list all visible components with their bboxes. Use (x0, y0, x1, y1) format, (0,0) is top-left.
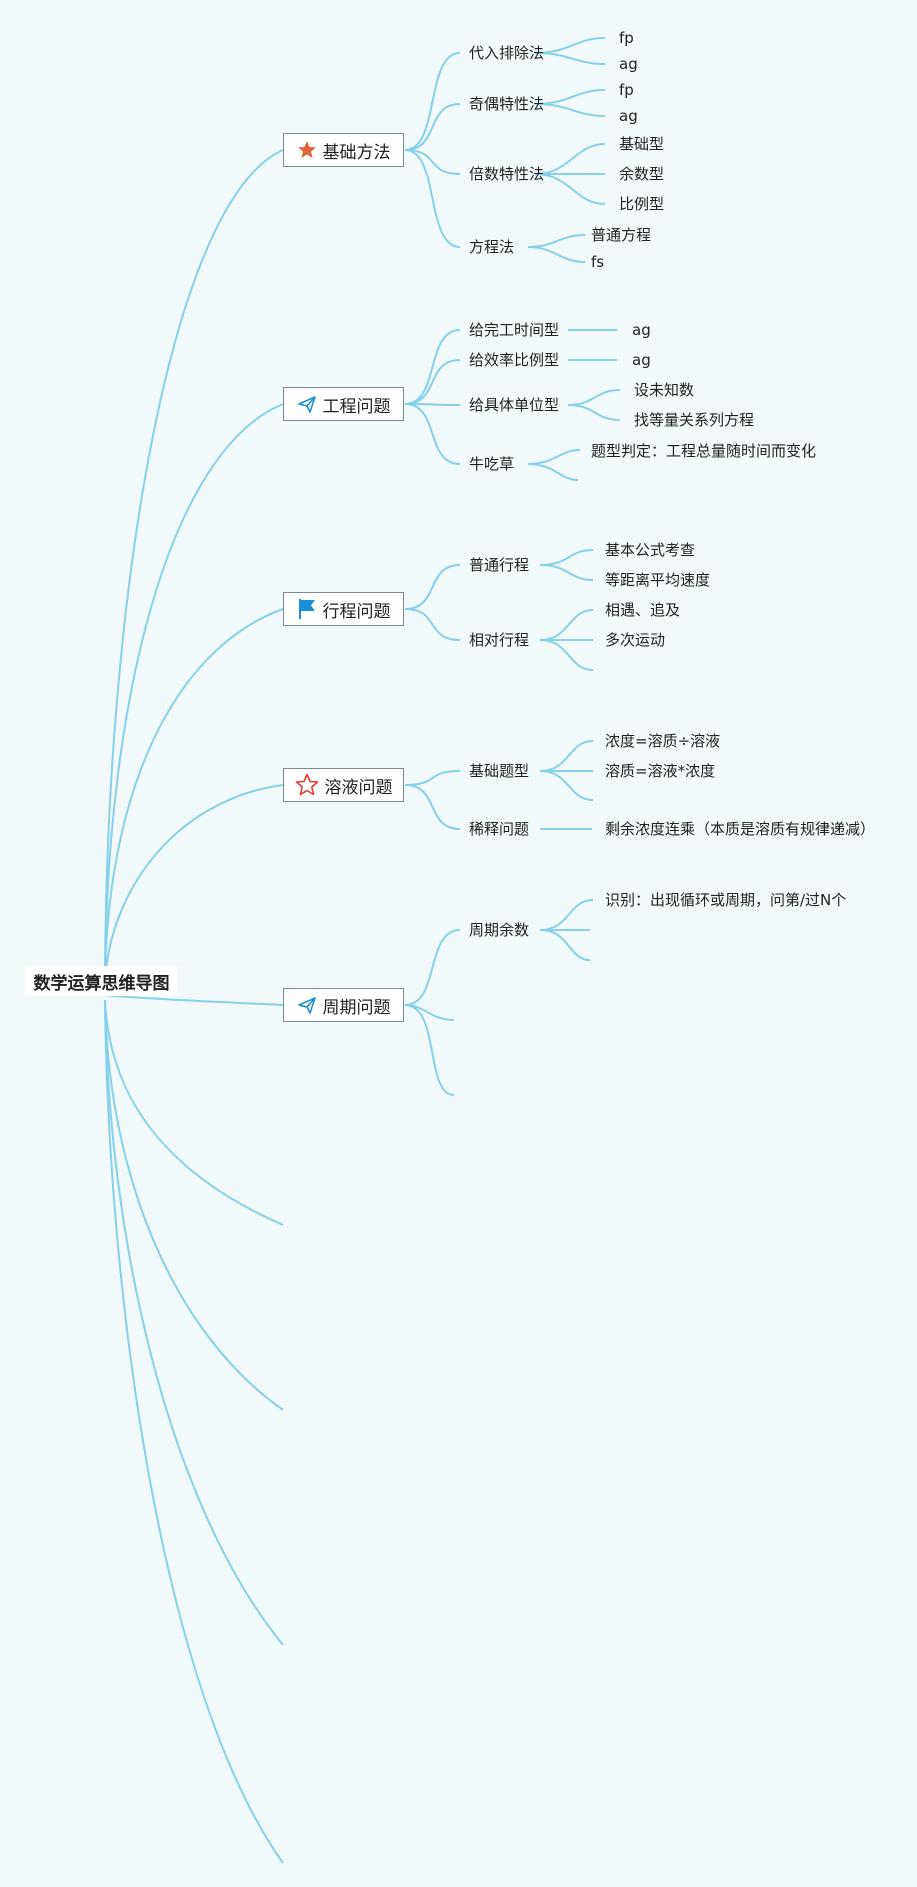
subtopic-substitution[interactable]: 代入排除法 (469, 44, 545, 62)
leaf-item[interactable]: fs (591, 253, 605, 271)
leaf-item[interactable]: 找等量关系列方程 (634, 411, 755, 429)
subtopic-dilution[interactable]: 稀释问题 (469, 820, 530, 838)
subtopic-normal-travel[interactable]: 普通行程 (469, 556, 530, 574)
topic-label: 溶液问题 (324, 777, 393, 798)
subtopic-given-efficiency[interactable]: 给效率比例型 (469, 351, 560, 369)
leaf-item[interactable]: 基本公式考查 (605, 541, 696, 559)
leaf-item[interactable]: 普通方程 (591, 226, 652, 244)
filled-star-icon (297, 141, 316, 158)
leaf-item[interactable]: 比例型 (619, 195, 665, 213)
leaf-item[interactable]: ag (619, 55, 638, 73)
leaf-item[interactable]: 相遇、追及 (605, 601, 681, 619)
outline-star-icon (295, 773, 318, 796)
subtopic-basic-type[interactable]: 基础题型 (469, 762, 530, 780)
leaf-item[interactable]: 题型判定：工程总量随时间而变化 (591, 442, 817, 460)
topic-node-engineering[interactable]: 工程问题 (283, 387, 404, 421)
topic-node-solution[interactable]: 溶液问题 (283, 768, 404, 802)
paper-plane-icon (297, 997, 316, 1014)
leaf-item[interactable]: 浓度=溶质÷溶液 (605, 732, 721, 750)
blue-flag-icon (298, 599, 315, 619)
leaf-item[interactable]: 识别：出现循环或周期，问第/过N个 (605, 891, 847, 909)
topic-label: 周期问题 (322, 997, 391, 1018)
topic-label: 工程问题 (322, 396, 391, 417)
leaf-item[interactable]: 等距离平均速度 (605, 571, 711, 589)
leaf-item[interactable]: ag (632, 321, 651, 339)
subtopic-given-unit[interactable]: 给具体单位型 (469, 396, 560, 414)
leaf-item[interactable]: 溶质=溶液*浓度 (605, 762, 716, 780)
leaf-item[interactable]: 余数型 (619, 165, 665, 183)
subtopic-given-time[interactable]: 给完工时间型 (469, 321, 560, 339)
leaf-item[interactable]: ag (632, 351, 651, 369)
subtopic-cattle-grass[interactable]: 牛吃草 (469, 455, 515, 473)
topic-node-basic-methods[interactable]: 基础方法 (283, 133, 404, 167)
subtopic-period-remainder[interactable]: 周期余数 (469, 921, 530, 939)
topic-node-period[interactable]: 周期问题 (283, 988, 404, 1022)
leaf-item[interactable]: 设未知数 (634, 381, 695, 399)
topic-node-travel[interactable]: 行程问题 (283, 592, 404, 626)
subtopic-relative-travel[interactable]: 相对行程 (469, 631, 530, 649)
subtopic-multiple[interactable]: 倍数特性法 (469, 165, 545, 183)
leaf-item[interactable]: 基础型 (619, 135, 665, 153)
leaf-item[interactable]: ag (619, 107, 638, 125)
leaf-item[interactable]: fp (619, 81, 634, 99)
root-node[interactable]: 数学运算思维导图 (25, 966, 178, 996)
subtopic-equation[interactable]: 方程法 (469, 238, 515, 256)
leaf-item[interactable]: fp (619, 29, 634, 47)
subtopic-parity[interactable]: 奇偶特性法 (469, 95, 545, 113)
paper-plane-icon (297, 396, 316, 413)
topic-label: 基础方法 (322, 142, 391, 163)
leaf-item[interactable]: 多次运动 (605, 631, 666, 649)
leaf-item[interactable]: 剩余浓度连乘（本质是溶质有规律递减） (605, 820, 876, 838)
topic-label: 行程问题 (322, 601, 391, 622)
